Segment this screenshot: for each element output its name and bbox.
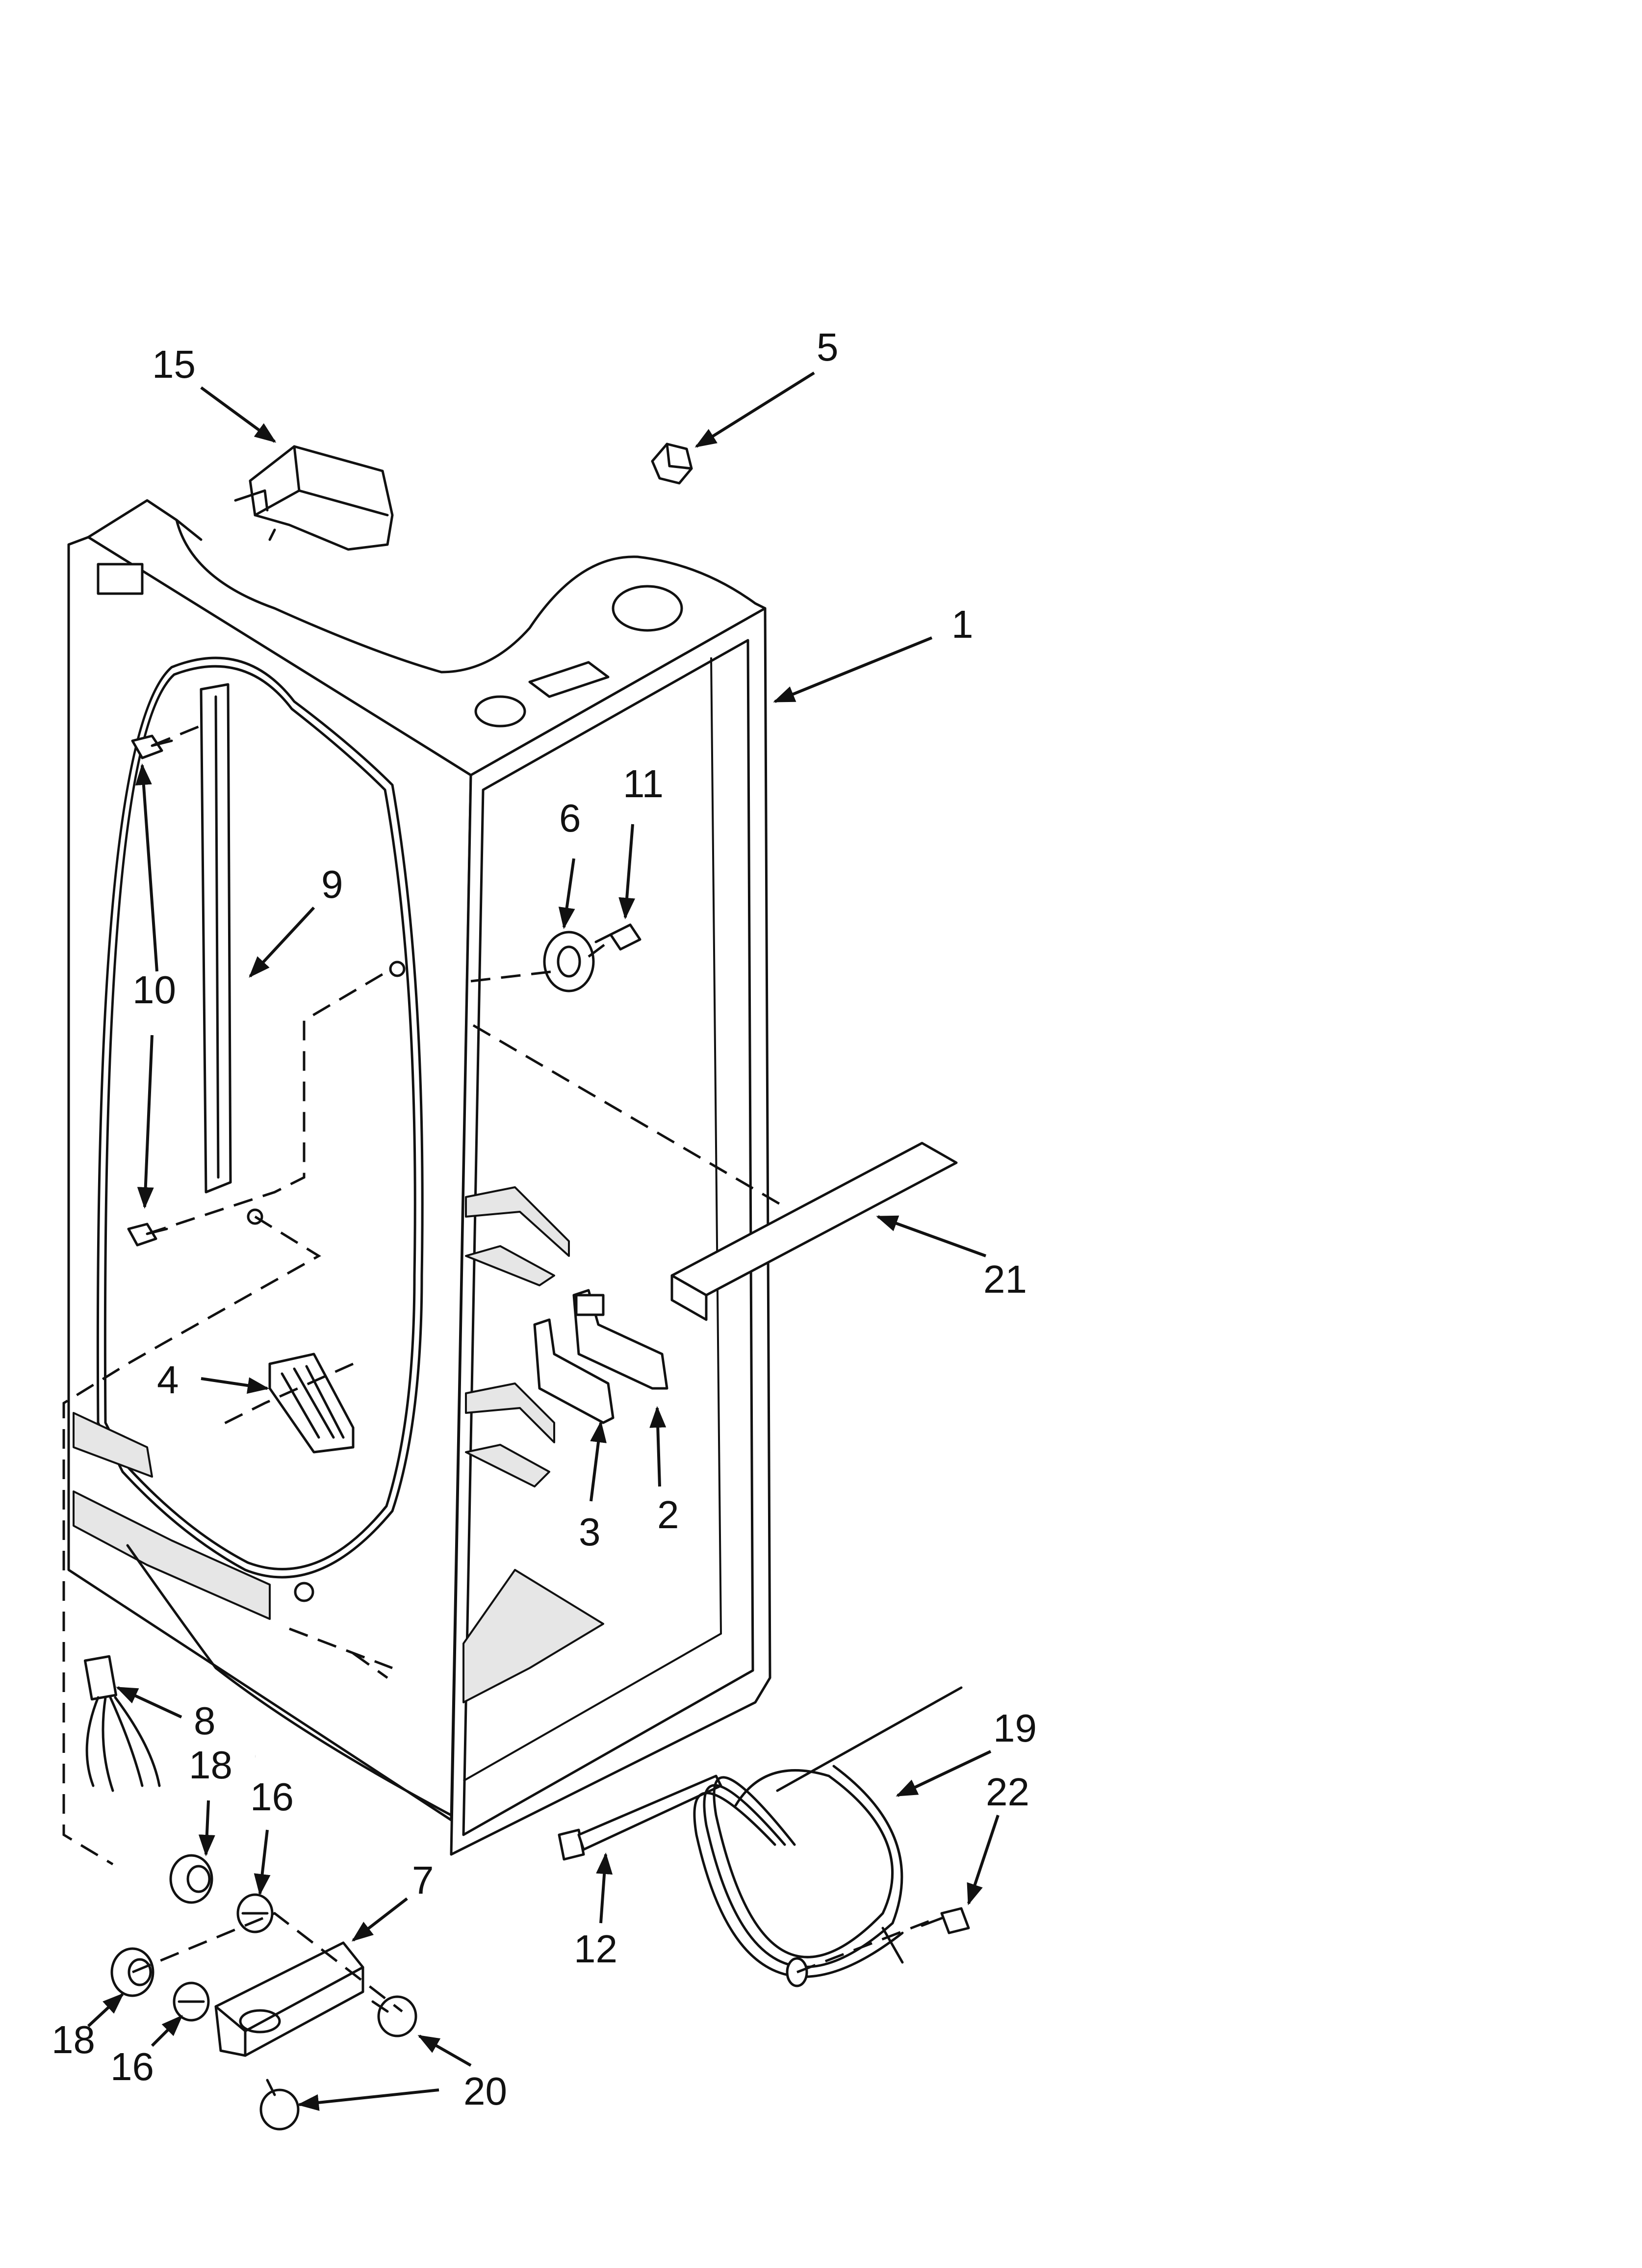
dash-screw-dial (588, 941, 609, 958)
callout-7: 7 (412, 1858, 434, 1902)
callout-12: 12 (574, 1927, 617, 1971)
assembly-lines (62, 722, 937, 2012)
callout-1: 1 (951, 602, 974, 646)
leader-11 (618, 824, 636, 919)
part-21-cover-strip (670, 1142, 958, 1321)
leader-10-up (135, 763, 158, 972)
upper-shelf-rail-lower (465, 1245, 555, 1286)
liner-top-face (87, 499, 767, 777)
leader-7 (351, 1897, 408, 1942)
leader-18-top (198, 1800, 215, 1856)
upper-shelf-rail (465, 1186, 570, 1257)
back-wiring-loop-inner (103, 665, 416, 1570)
dash-light (215, 1362, 354, 1429)
callout-19: 19 (993, 1706, 1037, 1750)
part-3-bracket (533, 1318, 615, 1424)
liner-inner-opening (462, 639, 754, 1836)
callout-10: 10 (132, 968, 176, 1012)
lower-contour (126, 1544, 453, 1817)
liner-floor-recess (462, 1569, 604, 1703)
top-small-hole (474, 695, 526, 728)
leader-9 (249, 906, 315, 978)
part-2-bracket (572, 1289, 668, 1390)
part-19-tubing-coil (693, 1686, 963, 1987)
dash-coil-screw (796, 1917, 937, 1974)
callout-21: 21 (983, 1257, 1027, 1301)
callout-16-top: 16 (250, 1775, 294, 1819)
leader-21 (876, 1215, 987, 1257)
callout-18-top: 18 (189, 1743, 232, 1787)
leader-8 (116, 1686, 182, 1719)
leader-3 (590, 1421, 607, 1502)
leader-15 (200, 386, 277, 443)
callout-8: 8 (194, 1699, 216, 1743)
top-slot (528, 661, 610, 698)
leader-18-bottom (87, 1993, 124, 2028)
callout-20: 20 (463, 2069, 507, 2113)
leader-20-b (297, 2088, 439, 2111)
drain-hole (294, 1582, 314, 1602)
leader-16-top (254, 1829, 271, 1896)
callout-18-bottom: 18 (51, 2018, 95, 2061)
leader-19 (896, 1750, 992, 1797)
leader-1 (773, 636, 933, 703)
callout-6: 6 (559, 796, 581, 840)
callout-22: 22 (986, 1770, 1029, 1814)
part-8-harness (83, 1655, 161, 1792)
leader-5 (694, 371, 815, 448)
dash-dial (470, 970, 555, 983)
leader-6 (558, 858, 575, 929)
callout-15: 15 (152, 342, 196, 386)
dash-rail-to-hole (147, 970, 388, 1235)
callout-11: 11 (623, 762, 664, 806)
part-9-shelf-ladder (200, 683, 232, 1194)
dash-bottom-path (62, 1215, 321, 1866)
callout-5: 5 (817, 325, 839, 369)
part-4-light-housing (268, 1353, 355, 1454)
dash-knobs (132, 1912, 403, 2012)
part-7-control-box (214, 1941, 364, 2057)
leader-20-a (417, 2034, 472, 2067)
callout-9: 9 (321, 862, 343, 906)
part-22-screw (921, 1907, 970, 1934)
part-20-screws (259, 1995, 417, 2131)
callout-2: 2 (657, 1493, 679, 1537)
part-18-knob-a (169, 1854, 213, 1904)
leader-2 (649, 1406, 667, 1487)
leader-22 (967, 1815, 1000, 1905)
leader-arrows (87, 371, 1000, 2111)
callout-16-bottom: 16 (110, 2045, 154, 2088)
cabinet-liner (67, 499, 771, 1856)
dash-lower (289, 1627, 393, 1679)
part-15-control-housing (234, 445, 394, 551)
top-edge-detail (175, 519, 203, 541)
leader-16-bottom (151, 2015, 183, 2047)
corner-bracket (97, 563, 144, 595)
liner-inner-back-edge (463, 657, 722, 1782)
bottom-tray-1 (73, 1412, 153, 1478)
part-5-clip (651, 443, 693, 485)
part-16-knob-b (173, 1981, 210, 2022)
lower-shelf-rail (465, 1382, 555, 1443)
top-duct-hole (612, 585, 683, 632)
leader-4 (201, 1377, 269, 1394)
mount-hole-1 (389, 961, 406, 977)
callout-4: 4 (157, 1358, 179, 1402)
liner-front-flange (450, 607, 771, 1856)
callout-labels: 15 5 1 6 11 9 10 21 4 3 2 8 18 16 7 18 1… (51, 325, 1037, 2113)
lower-shelf-rail-lower (465, 1444, 550, 1487)
bottom-tray-2 (73, 1490, 271, 1620)
callout-3: 3 (579, 1510, 601, 1554)
leader-10-down (137, 1035, 154, 1209)
dash-screw-top (152, 722, 206, 747)
part-6-dial (543, 931, 595, 992)
part-16-knob-a (236, 1893, 274, 1933)
part-11-screw (594, 923, 641, 951)
leader-12 (596, 1852, 613, 1924)
